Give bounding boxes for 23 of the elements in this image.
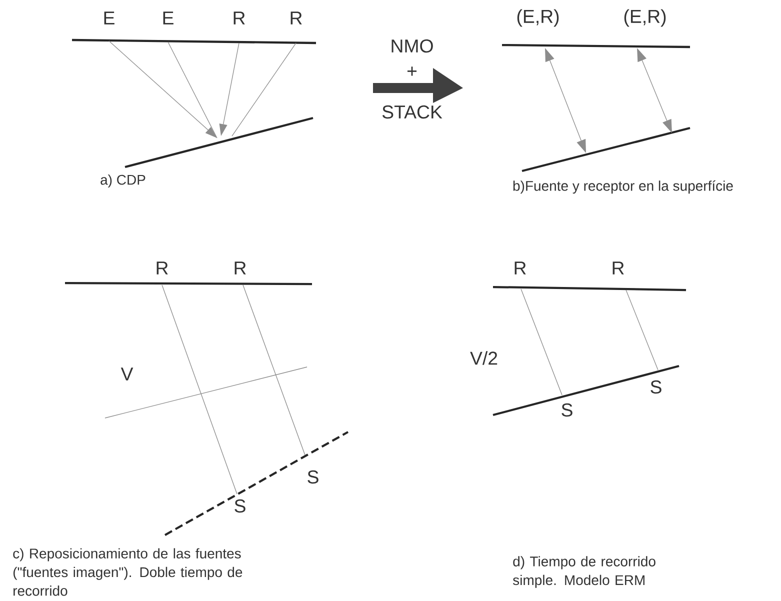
point-label: S [234, 499, 246, 513]
caption: d) Tiempo de recorrido simple. Modelo ERM [513, 556, 656, 588]
caption: b)Fuente y receptor en la superfície [513, 180, 733, 194]
point-label: S [650, 380, 662, 394]
point-label: R [514, 262, 526, 274]
point-label: (E,R) [517, 9, 559, 27]
point-label: R [156, 262, 168, 274]
point-label: E [104, 12, 114, 24]
velocity-label: V/2 [470, 351, 498, 365]
point-label: R [612, 262, 624, 274]
point-label: S [562, 403, 572, 417]
arrow-label: + [407, 66, 417, 76]
caption: a) CDP [100, 174, 146, 188]
point-label: S [308, 470, 318, 484]
arrow-label: STACK [382, 105, 442, 119]
velocity-label: V [120, 368, 134, 380]
point-label: (E,R) [624, 9, 666, 27]
point-label: R [290, 12, 302, 24]
arrow-label: NMO [392, 39, 433, 53]
point-label: R [234, 12, 245, 24]
point-label: R [234, 262, 246, 274]
point-label: E [163, 12, 174, 24]
caption: c) Reposicionamiento de las fuentes ("fuentes imagen"). Doble tiempo de recorrido [13, 548, 242, 596]
